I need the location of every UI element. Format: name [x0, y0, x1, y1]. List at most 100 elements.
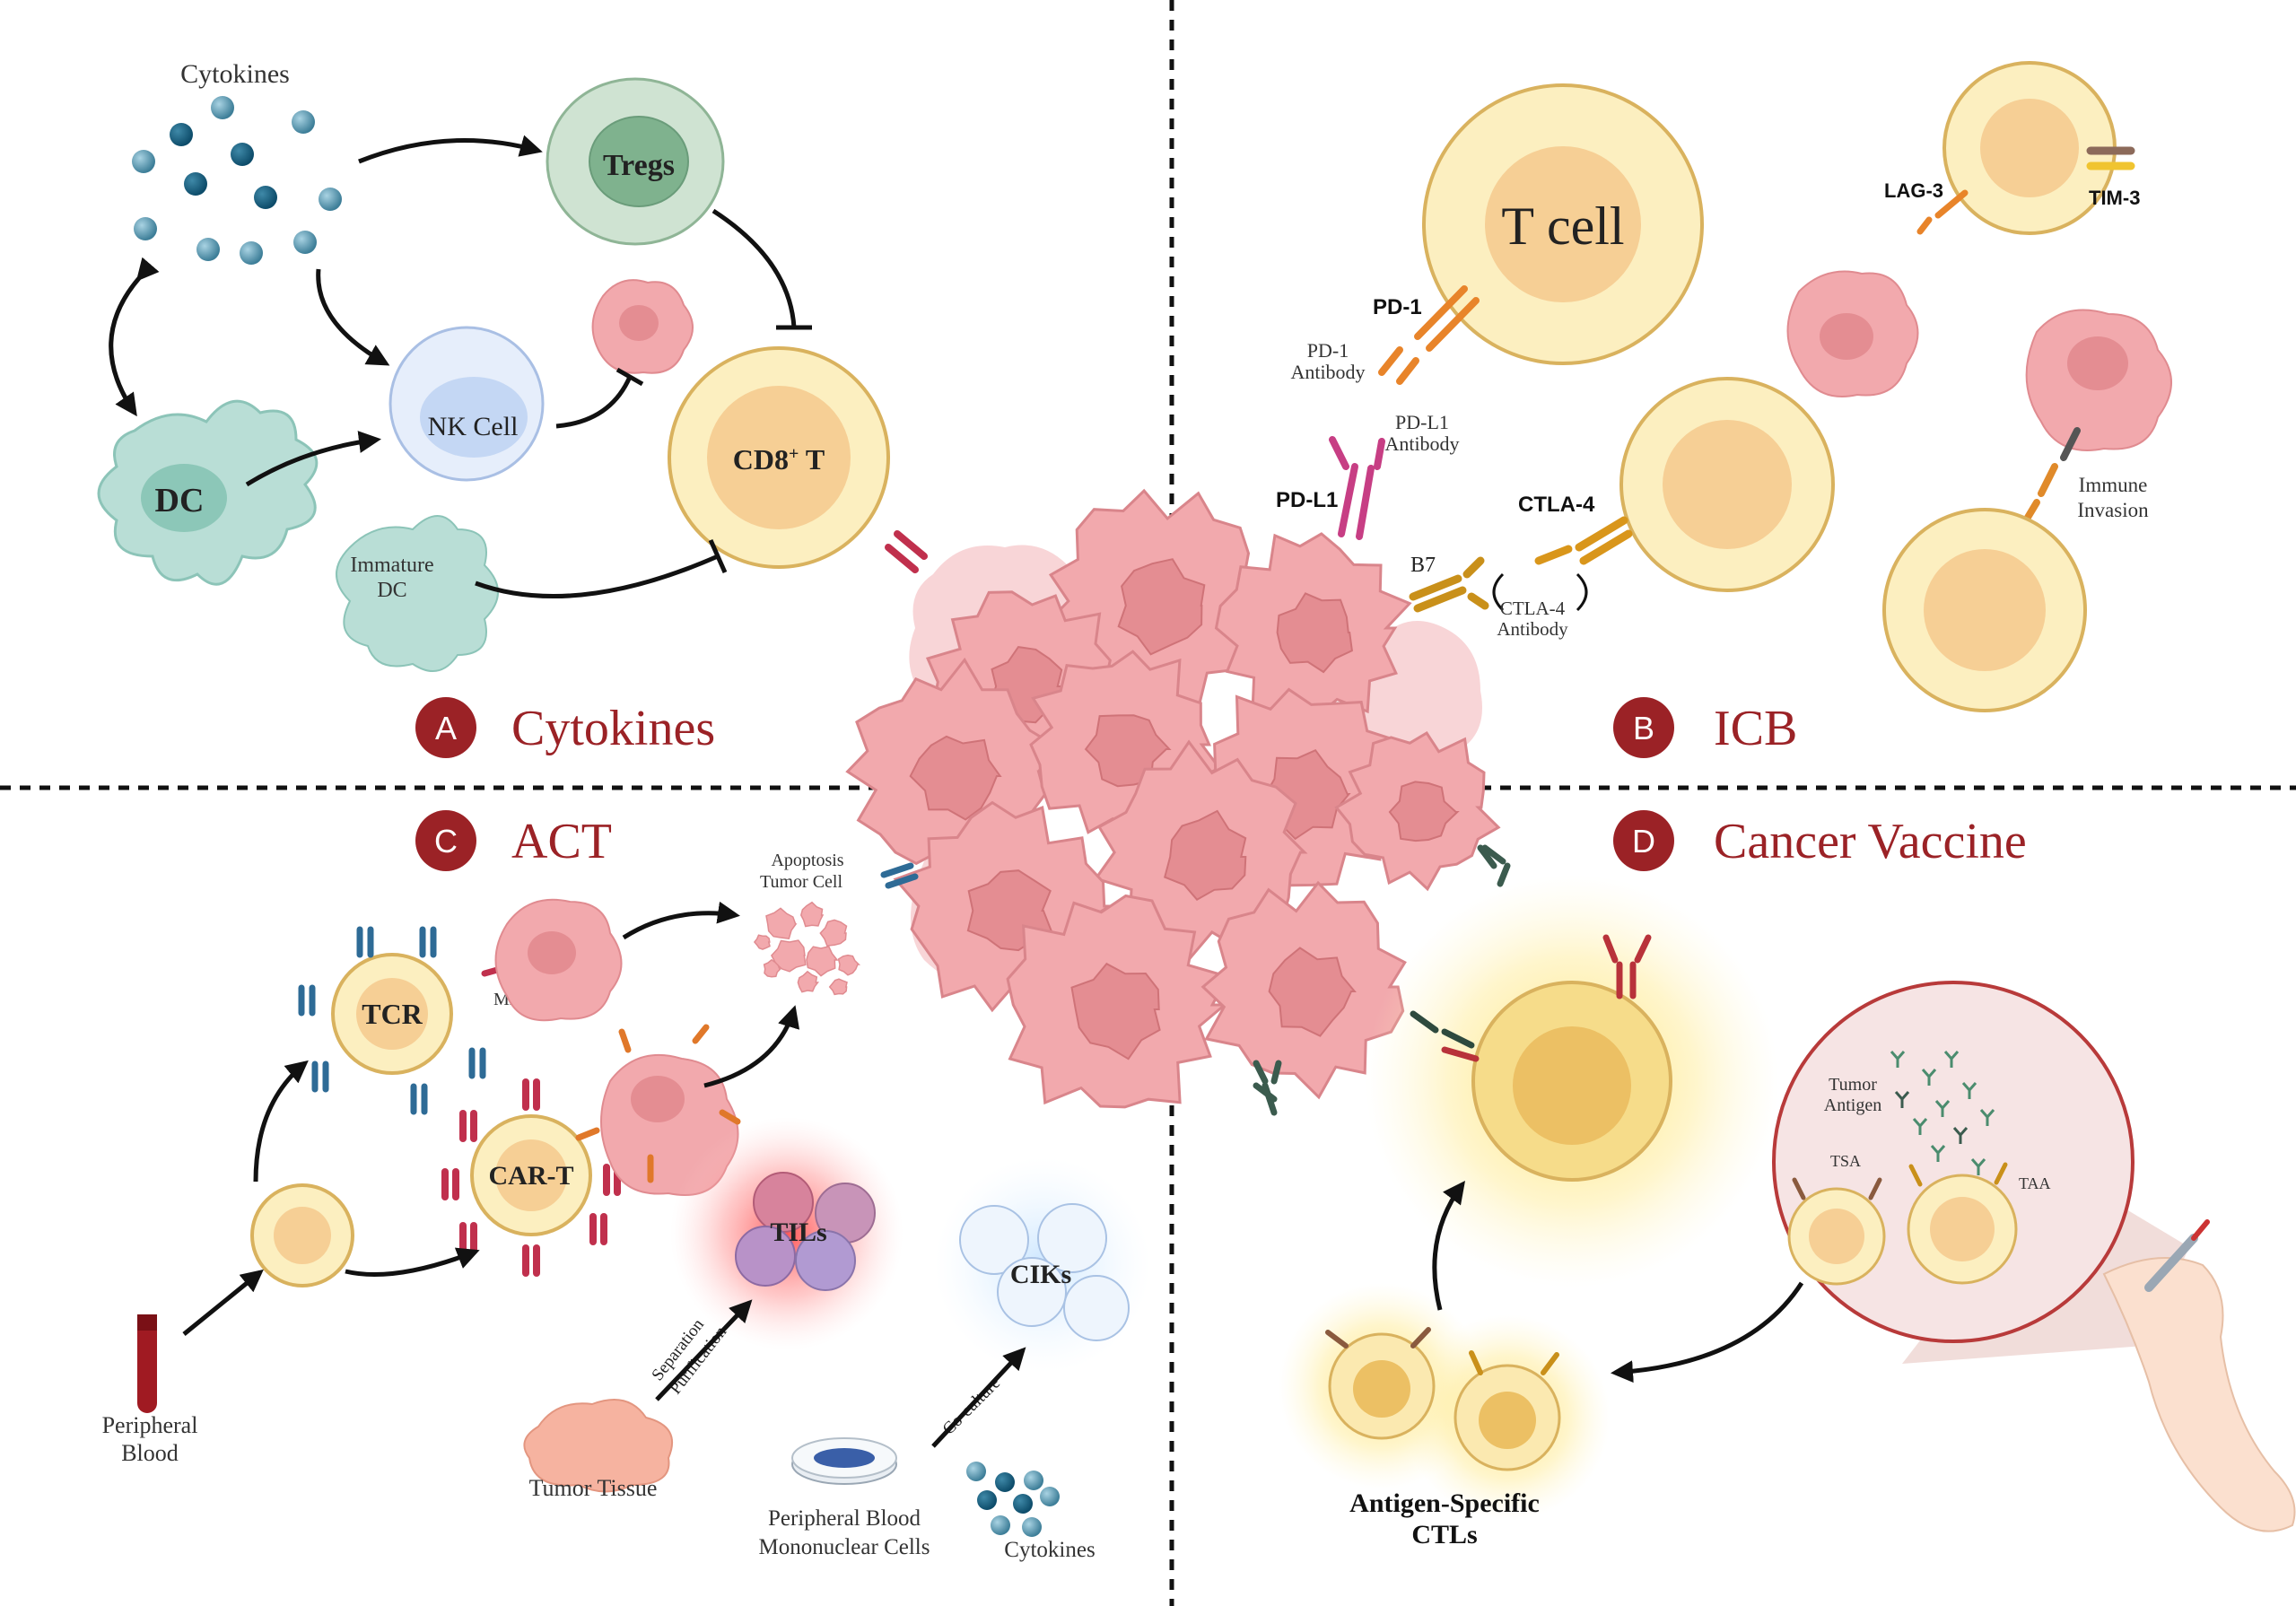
- dendritic-cell: DC: [97, 399, 319, 586]
- ctla4-antibody-bracket-right: [1576, 572, 1588, 612]
- tumor-antigen-scatter: [1890, 1051, 1995, 1175]
- panel-b-header: B ICB: [1613, 697, 1797, 758]
- treg-cell: Tregs: [546, 77, 725, 246]
- vaccine-zoom-callout: Tumor Antigen TSA TAA: [1772, 981, 2189, 1364]
- tumor-cell: [1214, 532, 1412, 716]
- cytokines-label: Cytokines: [180, 59, 290, 89]
- antigen-specific-ctl-2: [1454, 1350, 1561, 1471]
- antigen-icon: [1943, 1051, 1960, 1068]
- antigen-icon: [1890, 1051, 1906, 1068]
- panel-a-letter: A: [435, 710, 457, 746]
- antigen-icon: [1912, 1118, 1928, 1135]
- arrow-dc-to-nk: [245, 431, 381, 487]
- cytokine-bead: [1013, 1494, 1033, 1514]
- small-tumor-cell-a: [591, 279, 694, 374]
- apoptotic-fragment: [806, 946, 839, 977]
- tils-cells: TILs: [735, 1172, 876, 1291]
- cytokine-bead: [132, 150, 155, 173]
- cytokine-cluster-small: [966, 1462, 1060, 1537]
- antigen-icon: [1930, 1145, 1946, 1162]
- arrow-ctls-to-activated: [1432, 1180, 1465, 1311]
- cytokine-bead: [254, 186, 277, 209]
- apoptotic-fragment: [837, 954, 861, 976]
- tils-glow: [670, 1117, 904, 1350]
- pbmc-label-2: Mononuclear Cells: [759, 1535, 930, 1559]
- car-t-cell: CAR-T: [441, 1078, 621, 1277]
- panel-a-title: Cytokines: [511, 701, 715, 756]
- tumor-tissue-label: Tumor Tissue: [529, 1475, 658, 1501]
- arrow-cytokines-to-tregs: [358, 135, 543, 164]
- arrow-cart-to-apoptosis: [703, 1005, 800, 1088]
- tumor-antigen-label-1: Tumor: [1829, 1075, 1877, 1095]
- t-cell-large: T cell: [1422, 83, 1704, 365]
- cytokine-bead: [184, 172, 207, 196]
- immature-dc-label-2: DC: [377, 579, 406, 602]
- t-cell-label: T cell: [1501, 196, 1624, 256]
- arrow-vaccine-to-ctls: [1611, 1281, 1804, 1383]
- cd8-t-cell: CD8+ T: [668, 346, 928, 573]
- tumor-tissue-icon: [523, 1399, 673, 1493]
- panel-a-arrows: [109, 135, 812, 599]
- cytokine-bead: [240, 241, 263, 265]
- cytokine-bead: [292, 110, 315, 134]
- apoptotic-fragment: [770, 939, 807, 973]
- ctla4-antibody-label-2: Antibody: [1497, 618, 1568, 640]
- cytokine-bead: [231, 143, 254, 166]
- panel-b-title: ICB: [1714, 701, 1797, 756]
- cytokine-bead: [991, 1515, 1010, 1535]
- ciks-label: CIKs: [1010, 1260, 1071, 1289]
- panel-c-badge: [415, 810, 476, 871]
- antigen-specific-ctl-1: [1325, 1327, 1436, 1440]
- apoptotic-fragment: [800, 901, 825, 928]
- arrow-pbmc-to-ciks: [931, 1347, 1026, 1448]
- ciks-cells: CIKs: [959, 1203, 1130, 1341]
- pdl1-antibody-label-1: PD-L1: [1395, 411, 1449, 433]
- arrow-tcr-to-apoptosis: [622, 901, 740, 940]
- panel-c-letter: C: [434, 823, 458, 860]
- panel-b-badge: [1613, 697, 1674, 758]
- panel-a: A Cytokines Cytokines Tregs NK Cell DC: [97, 59, 928, 758]
- immune-invasion-receptor: [2020, 427, 2081, 528]
- arrow-to-tcr: [253, 1060, 309, 1183]
- antigen-icon: [1979, 1109, 1995, 1126]
- small-tumor-cell-b2: [2025, 309, 2172, 451]
- antigen-icon: [1961, 1082, 1977, 1099]
- pd1-receptor: [1378, 285, 1480, 385]
- dc-label: DC: [155, 482, 205, 519]
- tregs-label: Tregs: [603, 149, 675, 182]
- pdl1-antibody-label-2: Antibody: [1384, 432, 1459, 455]
- panel-a-badge: [415, 697, 476, 758]
- cytokine-bead: [966, 1462, 986, 1481]
- ctla4-antibody-label-1: CTLA-4: [1500, 598, 1566, 619]
- lag3-tim3-cell: LAG-3 TIM-3: [1884, 61, 2140, 235]
- cd8-t-label: CD8+ T: [733, 443, 825, 476]
- panel-c-header: C ACT: [415, 810, 612, 871]
- tumor-cell-c1: [494, 898, 623, 1022]
- inhibit-nk-to-tumor: [555, 375, 633, 429]
- tcr-label: TCR: [362, 998, 423, 1030]
- panel-d-header: D Cancer Vaccine: [1613, 810, 2027, 871]
- pbmc-label-1: Peripheral Blood: [768, 1506, 921, 1531]
- pdl1-label: PD-L1: [1276, 488, 1338, 512]
- peripheral-blood-label-1: Peripheral: [102, 1412, 198, 1438]
- apoptotic-fragment: [765, 907, 798, 940]
- blood-tube-icon: [137, 1314, 157, 1413]
- apoptotic-fragment: [753, 934, 771, 950]
- pd1-label: PD-1: [1373, 295, 1422, 319]
- panel-c-arrows: [182, 901, 1026, 1448]
- antigen-icon: [1934, 1100, 1951, 1117]
- arrow-to-car-t: [345, 1247, 480, 1277]
- lag3-label: LAG-3: [1884, 179, 1943, 202]
- apoptotic-fragment: [763, 958, 782, 978]
- pdl1-ligand: [1329, 436, 1385, 540]
- cytokine-bead: [1024, 1471, 1043, 1490]
- panel-d-arrows: [1432, 1180, 1804, 1383]
- apoptotic-fragment: [819, 919, 848, 947]
- arrow-cytokines-to-nk: [316, 268, 390, 366]
- apoptosis-label-1: Apoptosis: [771, 851, 843, 870]
- ctla4-antibody-bracket-left: [1492, 572, 1505, 612]
- activated-ctl: [1410, 934, 1672, 1182]
- b7-label: B7: [1410, 554, 1436, 577]
- ctl-label-1: Antigen-Specific: [1349, 1488, 1540, 1518]
